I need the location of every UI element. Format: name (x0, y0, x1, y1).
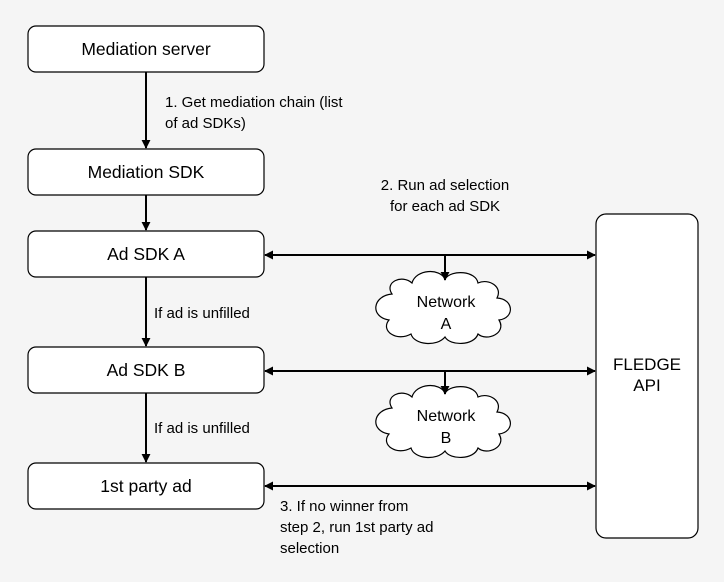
network-b-cloud: Network B (375, 385, 511, 458)
first-party-ad-label: 1st party ad (100, 476, 191, 496)
first-party-label-line2: step 2, run 1st party ad (280, 519, 433, 536)
network-a-label-line1: Network (417, 294, 477, 311)
get-chain-label-line1: 1. Get mediation chain (list (165, 94, 343, 111)
unfilled-a-label: If ad is unfilled (154, 305, 250, 322)
run-selection-label-line1: 2. Run ad selection (381, 177, 509, 194)
mediation-server-label: Mediation server (81, 39, 211, 59)
ad-sdk-a-label: Ad SDK A (107, 244, 185, 264)
get-chain-label-line2: of ad SDKs) (165, 115, 246, 132)
mediation-sdk-label: Mediation SDK (88, 162, 205, 182)
ad-sdk-b-node: Ad SDK B (27, 346, 265, 394)
network-b-label-line1: Network (417, 408, 477, 425)
ad-sdk-a-node: Ad SDK A (27, 230, 265, 278)
network-b-label-line2: B (441, 430, 452, 447)
fledge-api-node: FLEDGE API (595, 213, 699, 539)
ad-sdk-b-label: Ad SDK B (107, 360, 186, 380)
run-selection-label-line2: for each ad SDK (390, 198, 500, 215)
fledge-api-label-line2: API (633, 376, 660, 395)
first-party-label-line1: 3. If no winner from (280, 498, 408, 515)
network-a-label-line2: A (441, 316, 452, 333)
mediation-sdk-node: Mediation SDK (27, 148, 265, 196)
fledge-api-label-line1: FLEDGE (613, 355, 681, 374)
network-a-cloud: Network A (375, 271, 511, 344)
mediation-server-node: Mediation server (27, 25, 265, 73)
first-party-label-line3: selection (280, 540, 339, 557)
first-party-ad-node: 1st party ad (27, 462, 265, 510)
unfilled-b-label: If ad is unfilled (154, 420, 250, 437)
